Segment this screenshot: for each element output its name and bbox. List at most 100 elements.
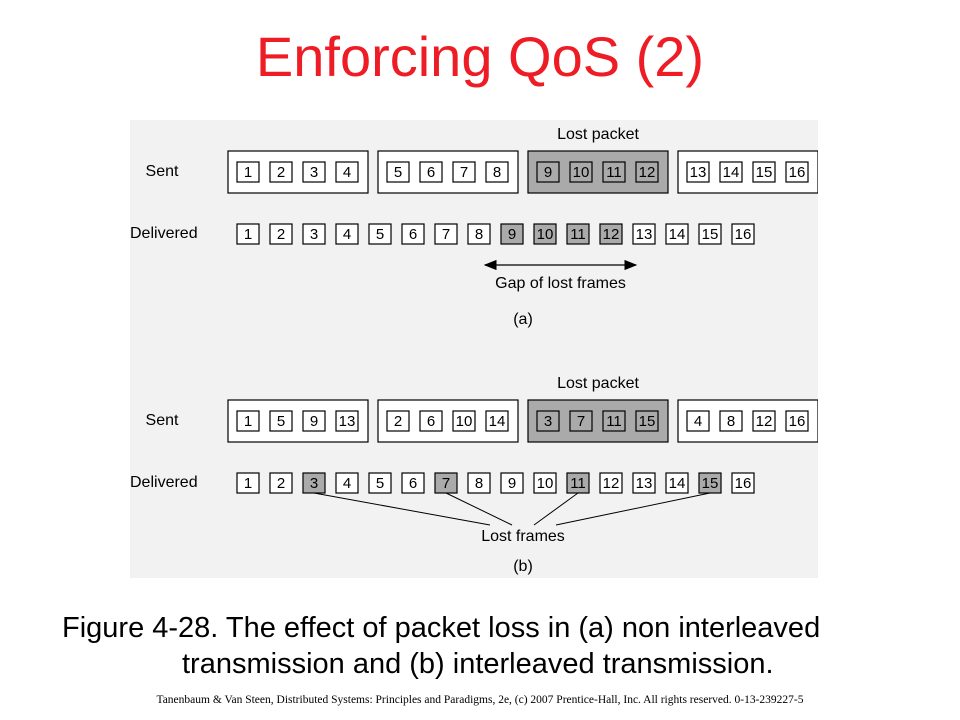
panel-a-delivered-frame-box [434, 223, 458, 245]
panel-a-sent-frame-box [602, 161, 626, 183]
panel-b-delivered-label: Delivered [130, 474, 198, 491]
caption-line-2: transmission and (b) interleaved transmi… [182, 648, 774, 680]
panel-b-sent-frame-box [335, 410, 359, 432]
panel-a-delivered-frame-box [632, 223, 656, 245]
panel-b-sent-frame-number: 4 [694, 413, 702, 430]
panel-a-delivered-frame-number: 7 [442, 226, 450, 243]
panel-b-sent-frame-box [686, 410, 710, 432]
panel-a-delivered-frame-number: 3 [310, 226, 318, 243]
panel-b-delivered-frame-number: 6 [409, 475, 417, 492]
panel-a-sent-frame-box [335, 161, 359, 183]
panel-b-delivered-frame-number: 14 [669, 475, 686, 492]
panel-b-sent-frame-box [302, 410, 326, 432]
lost-frame-pointer-line [555, 492, 711, 526]
panel-b-delivered-frame-number: 16 [735, 475, 752, 492]
panel-b-sent-frame-box [635, 410, 659, 432]
panel-a-delivered-frame-number: 13 [636, 226, 653, 243]
panel-b-delivered-frame-number: 4 [343, 475, 351, 492]
panel-b-sent-frame-box [569, 410, 593, 432]
panel-b-sent-frame-number: 15 [639, 413, 656, 430]
panel-b-delivered-frame-number: 7 [442, 475, 450, 492]
panel-a-sent-frame-box [752, 161, 776, 183]
panel-a-sent-frame-number: 7 [460, 164, 468, 181]
panel-b-label: (b) [513, 558, 533, 575]
panel-a-delivered-frame-box [731, 223, 755, 245]
panel-b-sent-frame-number: 16 [789, 413, 806, 430]
panel-a-delivered-frame-box [500, 223, 524, 245]
panel-b-sent-frame-box [785, 410, 809, 432]
panel-a-sent-frame-number: 8 [493, 164, 501, 181]
panel-b-delivered-frame-box [269, 472, 293, 494]
lost-frame-pointer-line [445, 492, 513, 526]
panel-a-delivered-frame-number: 15 [702, 226, 719, 243]
panel-a-delivered-frame-box [335, 223, 359, 245]
panel-a-delivered-frame-number: 2 [277, 226, 285, 243]
slide-title: Enforcing QoS (2) [255, 25, 705, 88]
panel-b-sent-frame-number: 8 [727, 413, 735, 430]
panel-a-delivered-frame-box [269, 223, 293, 245]
panel-a-sent-frame-number: 4 [343, 164, 351, 181]
panel-b-delivered-frame-box [335, 472, 359, 494]
panel-a-delivered-frame-number: 10 [537, 226, 554, 243]
panel-b-delivered-frame-number: 1 [244, 475, 252, 492]
panel-b-delivered-frame-number: 3 [310, 475, 318, 492]
panel-b-delivered-frame-box [632, 472, 656, 494]
panel-b-sent-frame-box [485, 410, 509, 432]
panel-b-delivered-frame-box [467, 472, 491, 494]
panel-a-delivered-frame-box [401, 223, 425, 245]
panel-a-sent-frame-box [785, 161, 809, 183]
panel-a-sent-frame-number: 15 [756, 164, 773, 181]
panel-a-sent-frame-box [686, 161, 710, 183]
panel-b-sent-frame-box [386, 410, 410, 432]
panel-b-delivered-frame-number: 8 [475, 475, 483, 492]
panel-a-delivered-frame-number: 16 [735, 226, 752, 243]
panel-b-sent-frame-number: 3 [544, 413, 552, 430]
panel-a-sent-frame-box [485, 161, 509, 183]
panel-a-sent-frame-box [236, 161, 260, 183]
panel-a-sent-frame-box [302, 161, 326, 183]
panel-a-delivered-frame-box [236, 223, 260, 245]
panel-a-sent-label: Sent [146, 163, 179, 180]
panel-a-label: (a) [513, 311, 533, 328]
panel-a-delivered-frame-number: 11 [570, 226, 586, 243]
panel-a-sent-frame-number: 3 [310, 164, 318, 181]
panel-a-delivered-frame-box [533, 223, 557, 245]
panel-b-delivered-frame-number: 10 [537, 475, 554, 492]
panel-a-sent-frame-box [269, 161, 293, 183]
panel-a-delivered-frame-box [698, 223, 722, 245]
panel-b-sent-frame-number: 14 [489, 413, 506, 430]
panel-b-delivered-frame-box [401, 472, 425, 494]
panel-b-sent-frame-number: 1 [244, 413, 252, 430]
panel-a-sent-frame-number: 13 [690, 164, 707, 181]
panel-a-delivered-frame-number: 4 [343, 226, 351, 243]
panel-b-delivered-frame-box [368, 472, 392, 494]
panel-b-delivered-frame-number: 13 [636, 475, 653, 492]
panel-a-sent-frame-number: 6 [427, 164, 435, 181]
panel-a-sent-frame-box [536, 161, 560, 183]
panel-a-sent-frame-number: 5 [394, 164, 402, 181]
panel-a-delivered-frame-number: 6 [409, 226, 417, 243]
lost-frames-label: Lost frames [481, 528, 565, 545]
panel-b-sent-frame-number: 9 [310, 413, 318, 430]
panel-a-sent-frame-box [719, 161, 743, 183]
panel-a-sent-frame-number: 10 [573, 164, 590, 181]
panel-b-sent-frame-number: 11 [606, 413, 622, 430]
panel-b-delivered-frame-box [599, 472, 623, 494]
panel-b-sent-frame-number: 7 [577, 413, 585, 430]
panel-b-delivered-frame-box [731, 472, 755, 494]
panel-a-delivered-frame-box [302, 223, 326, 245]
panel-a-delivered-frame-number: 5 [376, 226, 384, 243]
panel-b-delivered-frame-number: 5 [376, 475, 384, 492]
panel-a-sent-frame-box [569, 161, 593, 183]
panel-a-delivered-frame-number: 8 [475, 226, 483, 243]
panel-a-delivered-frame-number: 9 [508, 226, 516, 243]
panel-a-sent-frame-number: 9 [544, 164, 552, 181]
panel-b-sent-frame-box [236, 410, 260, 432]
panel-b-delivered-frame-number: 12 [603, 475, 620, 492]
panel-a-sent-frame-number: 16 [789, 164, 806, 181]
panel-a-delivered-frame-box [599, 223, 623, 245]
panel-b-sent-frame-box [536, 410, 560, 432]
figure-caption: Figure 4-28. The effect of packet loss i… [62, 610, 922, 682]
gap-of-lost-frames-label: Gap of lost frames [495, 275, 626, 292]
